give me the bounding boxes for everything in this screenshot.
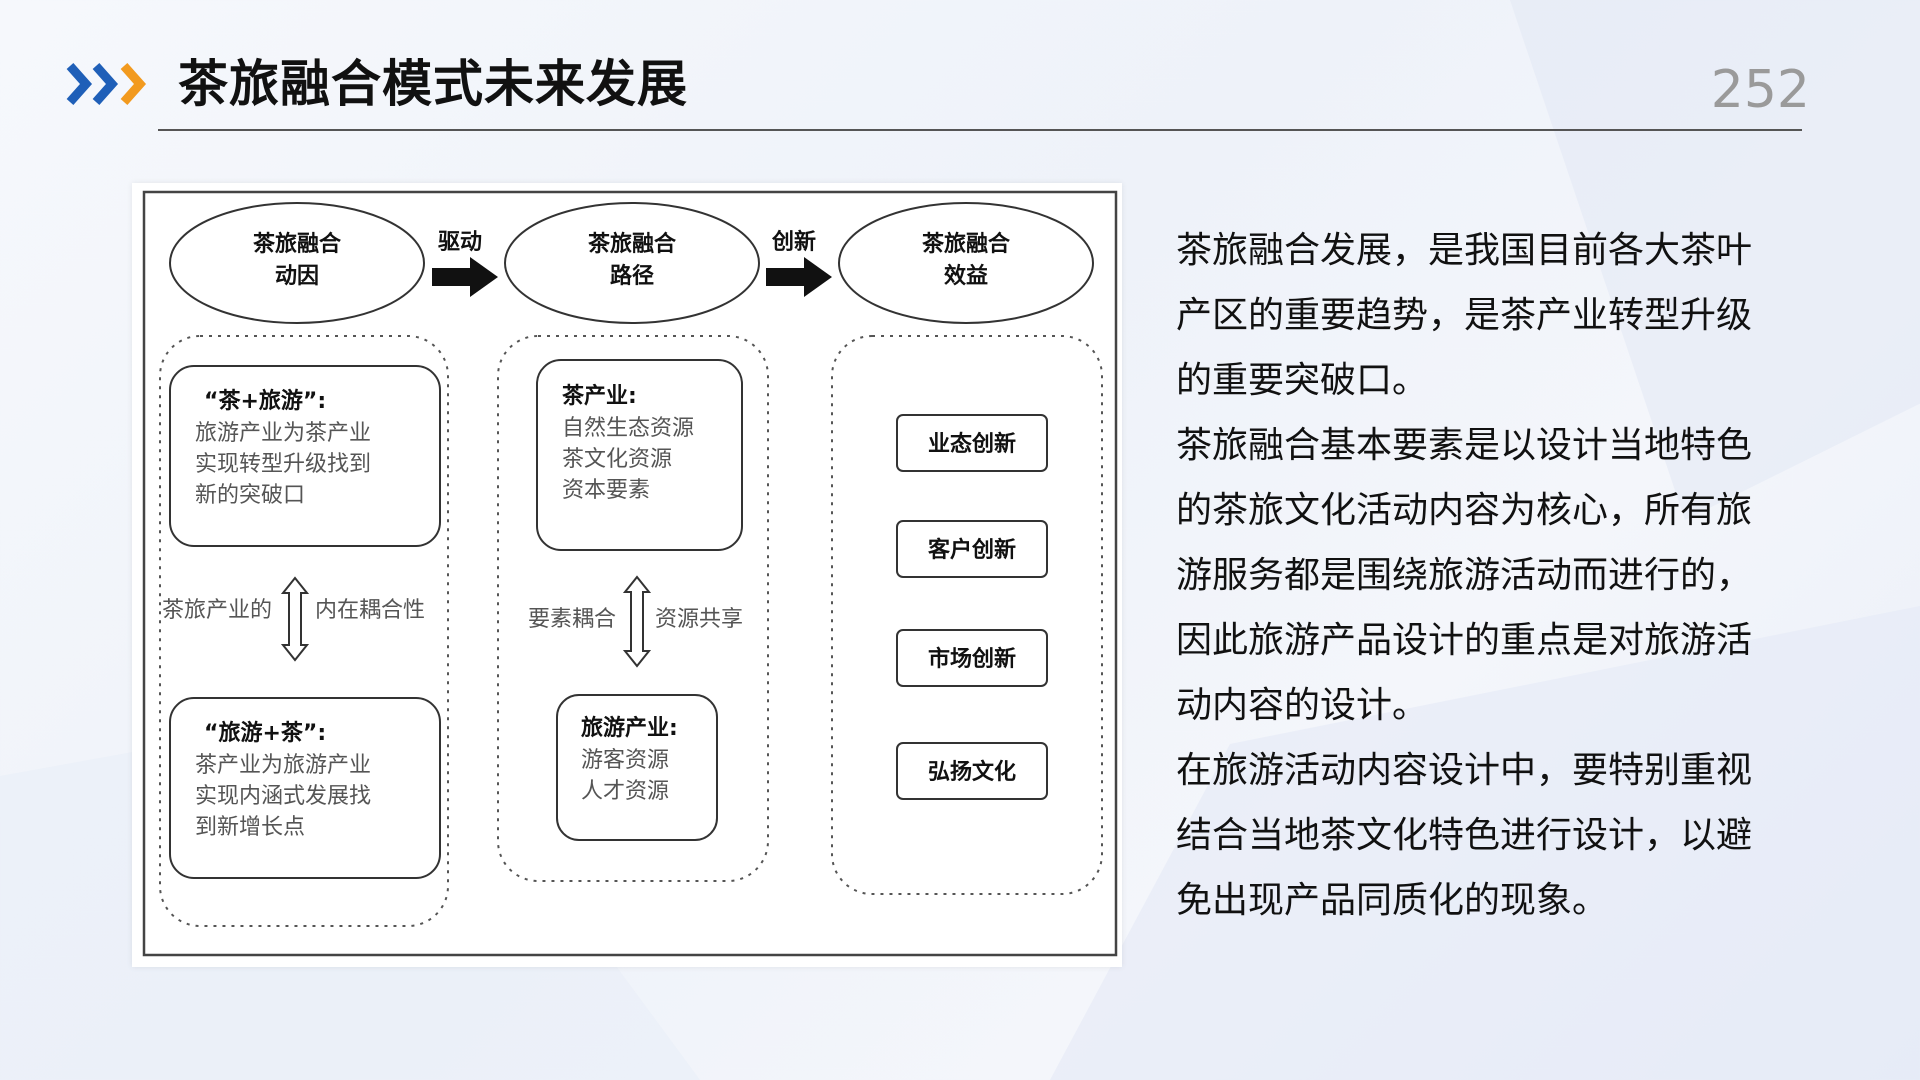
svg-text:茶旅融合: 茶旅融合 xyxy=(922,231,1011,257)
svg-text:动因: 动因 xyxy=(275,264,319,289)
box-customer-innovation: 客户创新 xyxy=(896,520,1048,578)
paragraph: 茶旅融合基本要素是以设计当地特色的茶旅文化活动内容为核心，所有旅游服务都是围绕旅… xyxy=(1176,425,1753,726)
svg-text:旅游产业:: 旅游产业: xyxy=(581,715,678,741)
title-divider xyxy=(158,129,1802,131)
paragraph: 在旅游活动内容设计中，要特别重视结合当地茶文化特色进行设计，以避免出现产品同质化… xyxy=(1176,750,1753,921)
chevron-icon xyxy=(66,63,147,105)
page-title: 茶旅融合模式未来发展 xyxy=(178,55,688,113)
svg-text:茶旅融合: 茶旅融合 xyxy=(253,231,342,257)
diagram-figure: 茶旅融合 动因 茶旅融合 路径 茶旅融合 效益 驱动 创新 “茶+旅 xyxy=(132,183,1122,967)
svg-text:实现内涵式发展找: 实现内涵式发展找 xyxy=(195,784,371,809)
connector-coupling-middle: 要素耦合 资源共享 xyxy=(528,575,743,668)
ellipse-benefit: 茶旅融合 效益 xyxy=(838,202,1094,324)
svg-text:旅游产业为茶产业: 旅游产业为茶产业 xyxy=(195,421,371,446)
svg-text:业态创新: 业态创新 xyxy=(928,431,1016,457)
box-format-innovation: 业态创新 xyxy=(896,414,1048,472)
svg-text:弘扬文化: 弘扬文化 xyxy=(928,759,1016,785)
svg-text:茶旅融合: 茶旅融合 xyxy=(588,231,677,257)
svg-text:茶文化资源: 茶文化资源 xyxy=(562,447,672,472)
paragraph: 茶旅融合发展，是我国目前各大茶叶产区的重要趋势，是茶产业转型升级的重要突破口。 xyxy=(1176,230,1753,401)
svg-text:资源共享: 资源共享 xyxy=(655,607,743,632)
svg-text:路径: 路径 xyxy=(610,263,654,289)
svg-text:新的突破口: 新的突破口 xyxy=(195,483,305,508)
double-arrow-icon xyxy=(622,575,652,668)
svg-text:茶产业为旅游产业: 茶产业为旅游产业 xyxy=(195,753,371,778)
page-number: 252 xyxy=(1710,60,1810,120)
svg-text:驱动: 驱动 xyxy=(438,230,482,255)
svg-text:资本要素: 资本要素 xyxy=(562,478,650,503)
box-tea-industry: 茶产业: 自然生态资源 茶文化资源 资本要素 xyxy=(536,359,743,551)
svg-text:到新增长点: 到新增长点 xyxy=(195,815,305,840)
svg-text:市场创新: 市场创新 xyxy=(928,646,1016,672)
box-tea-plus-tourism: “茶+旅游”: 旅游产业为茶产业 实现转型升级找到 新的突破口 xyxy=(169,365,441,547)
svg-text:自然生态资源: 自然生态资源 xyxy=(562,416,694,441)
svg-text:茶产业:: 茶产业: xyxy=(562,384,637,409)
svg-text:创新: 创新 xyxy=(771,229,816,255)
arrow-innovate: 创新 xyxy=(766,229,832,297)
diagram-border xyxy=(142,190,1118,957)
box-tourism-plus-tea: “旅游+茶”: 茶产业为旅游产业 实现内涵式发展找 到新增长点 xyxy=(169,697,441,879)
arrow-drive: 驱动 xyxy=(432,230,498,297)
svg-text:效益: 效益 xyxy=(944,263,988,289)
svg-text:“茶+旅游”:: “茶+旅游”: xyxy=(204,388,326,414)
ellipse-motivation: 茶旅融合 动因 xyxy=(169,202,425,324)
svg-text:内在耦合性: 内在耦合性 xyxy=(315,598,425,623)
svg-text:实现转型升级找到: 实现转型升级找到 xyxy=(195,452,371,477)
svg-text:游客资源: 游客资源 xyxy=(581,748,669,773)
svg-text:人才资源: 人才资源 xyxy=(581,779,669,804)
left-group xyxy=(159,335,449,927)
svg-text:茶旅产业的: 茶旅产业的 xyxy=(162,598,272,623)
diagram-canvas: 茶旅融合 动因 茶旅融合 路径 茶旅融合 效益 驱动 创新 “茶+旅 xyxy=(142,190,1118,957)
connector-coupling-left: 茶旅产业的 内在耦合性 xyxy=(162,576,425,662)
box-tourism-industry: 旅游产业: 游客资源 人才资源 xyxy=(556,694,718,841)
middle-group xyxy=(497,335,769,882)
ellipse-path: 茶旅融合 路径 xyxy=(504,202,760,324)
svg-text:要素耦合: 要素耦合 xyxy=(528,607,616,632)
box-market-innovation: 市场创新 xyxy=(896,629,1048,687)
svg-text:“旅游+茶”:: “旅游+茶”: xyxy=(204,720,326,746)
body-text: 茶旅融合发展，是我国目前各大茶叶产区的重要趋势，是茶产业转型升级的重要突破口。 … xyxy=(1176,218,1776,933)
svg-text:客户创新: 客户创新 xyxy=(928,537,1016,563)
double-arrow-icon xyxy=(280,576,310,662)
box-promote-culture: 弘扬文化 xyxy=(896,742,1048,800)
